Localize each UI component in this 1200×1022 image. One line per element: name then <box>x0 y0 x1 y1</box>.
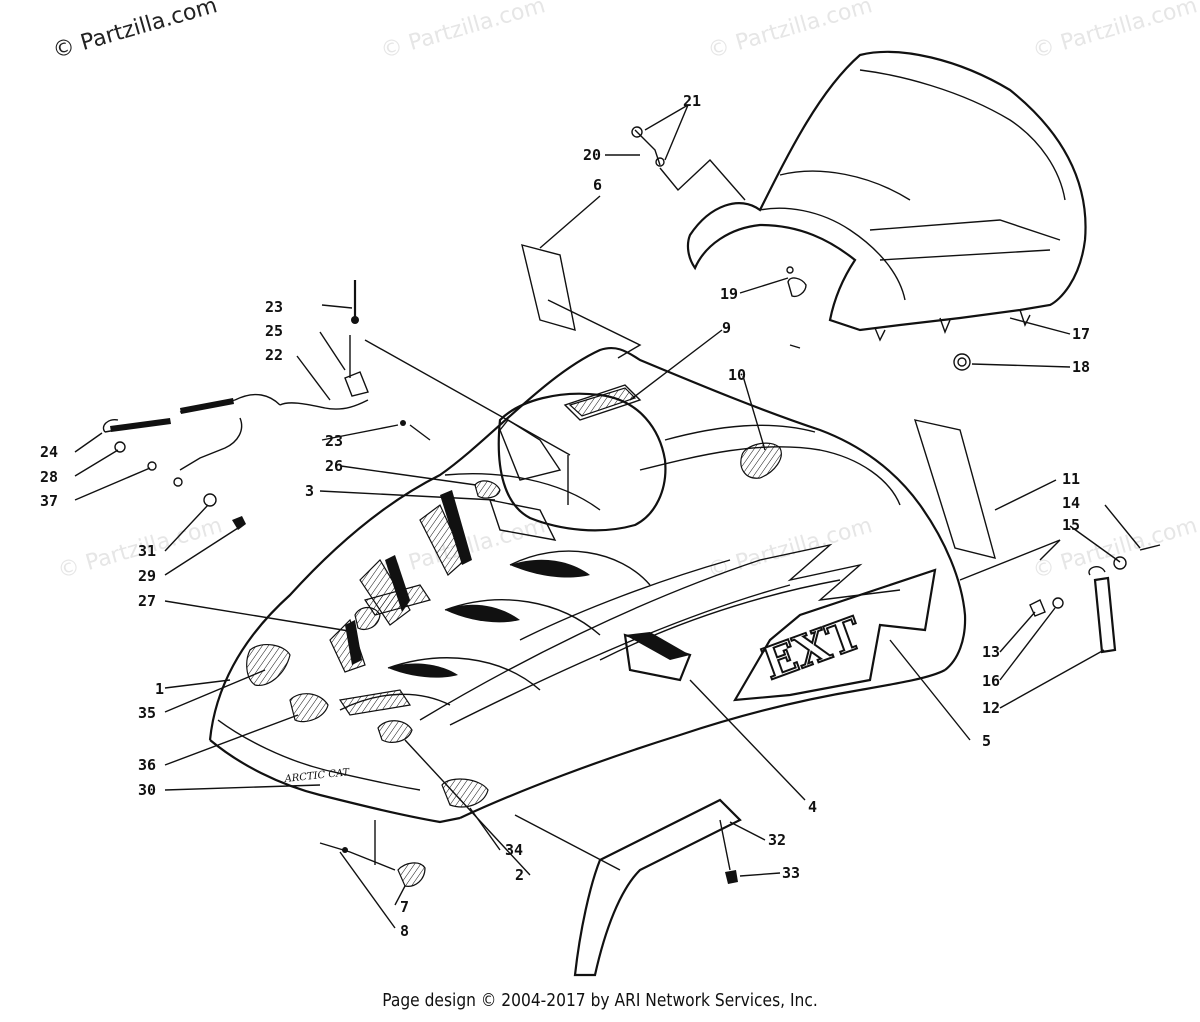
callout-29: 29 <box>138 567 156 585</box>
decal-6 <box>521 244 576 331</box>
pad-34 <box>441 778 489 808</box>
callout-1: 1 <box>155 680 164 698</box>
callout-27: 27 <box>138 592 156 610</box>
callout-2: 2 <box>515 866 524 884</box>
leader-lines <box>74 104 1141 929</box>
callout-28: 28 <box>40 468 58 486</box>
pad-7 <box>397 862 426 887</box>
callout-5: 5 <box>982 732 991 750</box>
hardware <box>114 126 1161 977</box>
callout-8: 8 <box>400 922 409 940</box>
callout-32: 32 <box>768 831 786 849</box>
pad-26 <box>474 480 501 499</box>
svg-text:EXT: EXT <box>756 608 868 690</box>
callout-33: 33 <box>782 864 800 882</box>
callout-9: 9 <box>722 319 731 337</box>
callout-31: 31 <box>138 542 156 560</box>
footer-credit: Page design © 2004-2017 by ARI Network S… <box>382 990 818 1011</box>
decal-9 <box>563 384 642 421</box>
hood-logo: ARCTIC CAT <box>283 767 351 785</box>
pad-35 <box>246 643 291 686</box>
callout-14: 14 <box>1062 494 1080 512</box>
callout-21: 21 <box>683 92 701 110</box>
callout-35: 35 <box>138 704 156 722</box>
callout-labels: 1 2 3 4 5 6 7 8 9 10 11 12 13 14 15 16 1… <box>40 92 1090 940</box>
callout-18: 18 <box>1072 358 1090 376</box>
callout-34: 34 <box>505 841 523 859</box>
callout-3: 3 <box>305 482 314 500</box>
callout-37: 37 <box>40 492 58 510</box>
callout-7: 7 <box>400 898 409 916</box>
callout-25: 25 <box>265 322 283 340</box>
decal-11 <box>913 419 996 559</box>
callout-4: 4 <box>808 798 817 816</box>
callout-24: 24 <box>40 443 58 461</box>
side-graphics: EXT <box>419 543 937 726</box>
hood-vents <box>329 490 651 716</box>
decal-6-leader <box>547 299 642 359</box>
callout-16: 16 <box>982 672 1000 690</box>
callout-17: 17 <box>1072 325 1090 343</box>
hood <box>208 346 967 824</box>
callout-11: 11 <box>1062 470 1080 488</box>
callout-12: 12 <box>982 699 1000 717</box>
pad-27 <box>354 606 381 631</box>
callout-20: 20 <box>583 146 601 164</box>
callout-19: 19 <box>720 285 738 303</box>
callout-15: 15 <box>1062 516 1080 534</box>
pad-2 <box>377 720 413 743</box>
callout-26: 26 <box>325 457 343 475</box>
callout-23a: 23 <box>265 298 283 316</box>
callout-10: 10 <box>728 366 746 384</box>
callout-30: 30 <box>138 781 156 799</box>
hood-cable <box>102 393 369 471</box>
callout-36: 36 <box>138 756 156 774</box>
emblem-3 <box>488 499 557 541</box>
callout-23b: 23 <box>325 432 343 450</box>
windshield <box>686 50 1087 342</box>
callout-6: 6 <box>593 176 602 194</box>
pad-36 <box>289 693 329 723</box>
callout-22: 22 <box>265 346 283 364</box>
callout-13: 13 <box>982 643 1000 661</box>
decal-9-fill <box>568 387 637 417</box>
pad-10 <box>740 442 782 479</box>
